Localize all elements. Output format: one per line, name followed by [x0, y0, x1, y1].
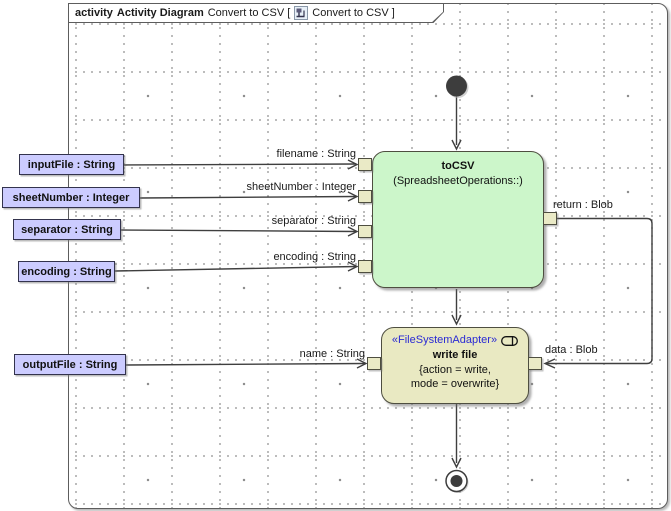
activity-parameter-inputfile[interactable]: inputFile : String [19, 154, 124, 175]
frame-diagram-name-close: Convert to CSV ] [312, 7, 395, 19]
input-pin-separator[interactable] [358, 225, 372, 238]
pin-label-return[interactable]: return : Blob [553, 199, 613, 211]
pin-label-data[interactable]: data : Blob [545, 344, 598, 356]
frame-diagram-type: Activity Diagram [116, 7, 204, 19]
diagram-frame[interactable] [68, 3, 668, 509]
pin-label-name[interactable]: name : String [299, 348, 365, 360]
object-flow-separator[interactable] [120, 226, 359, 237]
activity-parameter-outputfile[interactable]: outputFile : String [14, 354, 126, 375]
action-tocsv-subtitle: (SpreadsheetOperations::) [393, 175, 523, 187]
input-pin-filename[interactable] [358, 158, 372, 171]
frame-keyword: activity [75, 7, 113, 19]
object-flow-outputfile[interactable] [125, 358, 368, 369]
object-flow-sheetnumber[interactable] [139, 191, 359, 202]
initial-node[interactable] [446, 75, 469, 99]
diagram-title-tab-inner: activity Activity Diagram Convert to CSV… [69, 4, 443, 22]
write-file-constraint-2: mode = overwrite} [410, 378, 500, 390]
activity-parameter-encoding[interactable]: encoding : String [18, 261, 115, 282]
pin-label-filename[interactable]: filename : String [276, 148, 356, 160]
object-flow-inputfile[interactable] [123, 159, 359, 170]
activity-parameter-separator[interactable]: separator : String [13, 219, 121, 240]
control-flow-writefile-to-final[interactable] [451, 404, 462, 469]
action-tocsv-title: toCSV [441, 160, 475, 172]
input-pin-data[interactable] [528, 357, 542, 370]
write-file-constraint-1: {action = write, [419, 364, 491, 376]
activity-diagram-icon [294, 6, 309, 20]
action-tocsv[interactable]: toCSV (SpreadsheetOperations::) [372, 151, 544, 288]
pin-label-sheetnumber[interactable]: sheetNumber : Integer [246, 181, 356, 193]
adapter-stadium-icon [501, 335, 519, 346]
activity-parameter-sheetnumber[interactable]: sheetNumber : Integer [2, 187, 140, 208]
diagram-title-tab[interactable]: activity Activity Diagram Convert to CSV… [68, 3, 444, 23]
input-pin-encoding[interactable] [358, 260, 372, 273]
object-flow-return-to-data[interactable] [543, 217, 653, 369]
action-write-file[interactable]: «FileSystemAdapter» write file {action =… [381, 327, 529, 404]
pin-label-separator[interactable]: separator : String [271, 215, 356, 227]
control-flow-initial-to-tocsv[interactable] [451, 96, 462, 151]
output-pin-return[interactable] [543, 212, 557, 225]
input-pin-sheetnumber[interactable] [358, 190, 372, 203]
frame-diagram-name-open: Convert to CSV [ [207, 7, 291, 19]
write-file-stereotype: «FileSystemAdapter» [391, 334, 498, 346]
control-flow-tocsv-to-writefile[interactable] [451, 289, 462, 326]
activity-final-node[interactable] [445, 469, 469, 494]
pin-label-encoding[interactable]: encoding : String [273, 251, 356, 263]
input-pin-name[interactable] [367, 357, 381, 370]
object-flow-encoding[interactable] [114, 261, 359, 272]
write-file-title: write file [432, 349, 478, 361]
